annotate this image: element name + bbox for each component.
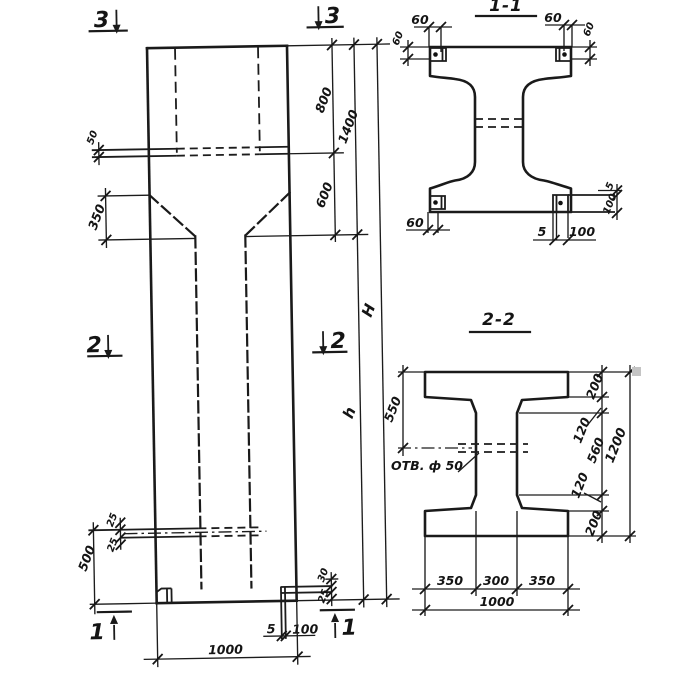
dim-350-right-label: 350 [529,573,555,588]
section-2-2-hole: ОТВ. ф 50 [391,443,528,473]
dim-550: 550 [381,365,425,456]
dim-1000-s22-label: 1000 [480,594,515,609]
dim-25-top-label: 25 [105,512,120,529]
section-1-1-view: 1-1 5 [391,0,623,246]
marker-1-right-label: 1 [341,616,357,641]
dim-800-label: 800 [312,85,335,115]
dim-100-base-label: 100 [292,621,319,636]
dim-25-base-label: 25 [316,588,331,605]
dim-bottom-left-60: 60 [406,212,450,236]
dim-top-right-60v: 60 [571,21,597,66]
dim-350-left-label: 350 [437,573,463,588]
dim-top-left-60h: 60 [411,12,452,52]
base-plate-right: 30 25 5 100 [263,567,339,642]
section-2-2-title: 2-2 [482,310,516,330]
dim-100-bottom-label: 100 [569,224,595,239]
section-marker-2-right: 2 [312,329,348,356]
marker-2-right-label: 2 [330,329,346,354]
section-1-1-outline [428,45,573,214]
dim-25-bottom-label: 25 [106,537,121,554]
dim-60-tr-h-label: 60 [544,10,562,25]
dim-60-tl-h-label: 60 [411,12,429,27]
dim-1000-label: 1000 [208,642,243,658]
dim-5-base-label: 5 [267,621,276,636]
hole-slot-lines: 25 25 [88,512,267,554]
section-marker-1-left: 1 [89,610,132,645]
dim-top-left-60v: 60 [391,30,430,66]
marker-1-left-label: 1 [89,620,105,645]
section-marker-1-right: 1 [319,608,357,641]
embed-plate-bottom-right [552,194,569,213]
embed-plate-top-left [430,47,447,62]
cap-recess-hidden-lines [174,47,261,153]
dim-30-label: 30 [316,567,331,584]
embed-plate-bottom-left [430,195,446,210]
dim-60-tr-v-label: 60 [582,21,597,38]
section-1-1-title: 1-1 [489,0,523,16]
dim-top-right-60h: 60 [544,10,585,51]
bottom-dims-2-2: 350 300 350 1000 [412,511,580,616]
marker-3-right-label: 3 [325,4,341,29]
dim-1400-label: 1400 [335,107,362,145]
dim-base-1000: 1000 [143,600,311,668]
ledge-lines [91,145,344,159]
section-2-2-outline [423,370,570,538]
section-marker-3-left: 3 [88,8,128,34]
channel-plate-right: 5 100 [568,181,623,220]
dim-500: 500 [75,522,101,615]
dim-1200-label: 1200 [603,426,630,465]
dim-5-bottom-label: 5 [538,224,547,239]
dim-550-label: 550 [381,394,405,424]
right-dims-2-2: 200 120 560 120 200 1200 [519,365,636,543]
dim-ledge-plate-50: 50 [85,129,105,166]
section-marker-3-right: 3 [306,4,344,31]
hole-label: ОТВ. ф 50 [391,458,463,473]
dim-600-label: 600 [312,180,335,210]
dim-60-tl-v-label: 60 [391,30,406,47]
section-1-1-hole-hidden-lines [475,118,523,128]
dim-350-label: 350 [85,202,108,232]
scan-artifact [632,367,641,376]
dim-bottom-5-100: 5 100 [533,212,596,246]
taper-hidden-lines [148,191,292,590]
dim-120-top-label: 120 [570,415,594,445]
dim-5-right-label: 5 [604,181,617,192]
marker-2-left-label: 2 [86,333,102,358]
dim-H-label: H [358,301,379,320]
right-dimension-lines: 800 600 1400 h H [245,37,393,608]
column-elevation-view: 50 350 25 25 500 [75,4,400,668]
dim-60-bl-label: 60 [406,215,424,230]
section-2-2-view: 2-2 ОТВ. ф 50 550 200 120 560 120 2 [381,310,641,616]
dim-300-label: 300 [483,573,509,588]
base-plate-left [155,587,173,603]
dim-50-label: 50 [85,129,100,146]
dim-h-label: h [339,405,360,421]
column-outline [89,44,400,605]
section-marker-2-left: 2 [86,333,123,360]
marker-3-left-label: 3 [94,8,110,33]
dim-taper-350: 350 [85,187,196,248]
